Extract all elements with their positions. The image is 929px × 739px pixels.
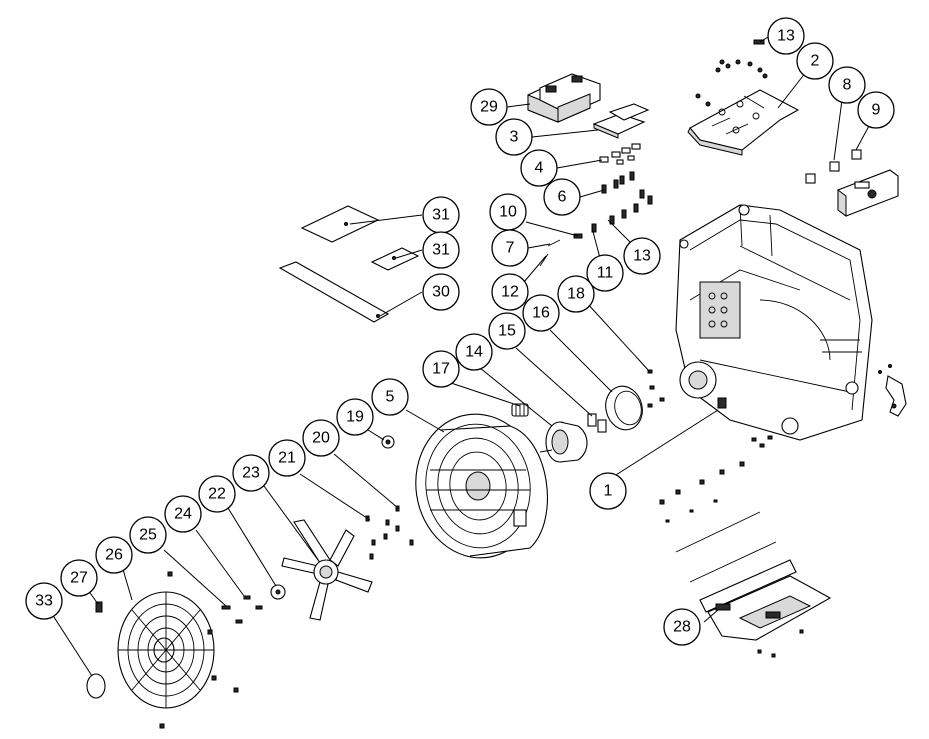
callout-9: 9 — [857, 91, 895, 129]
svg-text:7: 7 — [506, 240, 515, 257]
callout-33: 33 — [25, 582, 63, 620]
part-circuit-boards — [592, 103, 650, 139]
svg-text:18: 18 — [567, 286, 585, 303]
part-small-hardware — [539, 39, 765, 267]
svg-text:6: 6 — [558, 189, 567, 206]
callout-1: 1 — [589, 472, 627, 510]
svg-text:25: 25 — [139, 527, 157, 544]
svg-text:11: 11 — [597, 265, 614, 282]
part-knob — [381, 435, 395, 449]
callout-15: 15 — [488, 312, 526, 350]
part-fan-shroud — [415, 413, 548, 559]
callout-29: 29 — [470, 88, 508, 126]
svg-text:8: 8 — [843, 77, 852, 94]
svg-text:2: 2 — [811, 53, 820, 70]
part-screw-27 — [95, 601, 103, 613]
part-motor — [539, 421, 588, 463]
svg-text:31: 31 — [432, 242, 450, 259]
part-screws-18 — [647, 369, 665, 408]
part-strain-relief — [511, 403, 529, 417]
svg-text:26: 26 — [105, 547, 123, 564]
svg-text:17: 17 — [432, 361, 450, 378]
callout-16: 16 — [522, 294, 560, 332]
callout-7: 7 — [491, 229, 529, 267]
svg-text:28: 28 — [673, 619, 691, 636]
part-pads — [587, 413, 607, 433]
callout-19: 19 — [336, 398, 374, 436]
part-mounting-plate — [687, 59, 800, 156]
part-switches — [805, 149, 862, 184]
svg-text:29: 29 — [480, 99, 498, 116]
callout-31: 31 — [422, 196, 460, 234]
callout-28: 28 — [663, 608, 701, 646]
part-bolts-20-21 — [365, 505, 414, 560]
svg-text:13: 13 — [777, 28, 795, 45]
part-mount-ring — [605, 385, 643, 431]
svg-text:14: 14 — [465, 344, 483, 361]
callout-4: 4 — [520, 149, 558, 187]
part-hub — [270, 584, 286, 600]
callout-25: 25 — [129, 516, 167, 554]
callout-17: 17 — [422, 350, 460, 388]
callout-13-mid: 13 — [623, 237, 661, 275]
part-badge — [86, 673, 106, 699]
svg-text:21: 21 — [278, 450, 296, 467]
svg-text:13: 13 — [633, 248, 651, 265]
callout-23: 23 — [232, 454, 270, 492]
leader-lines — [51, 36, 871, 677]
callout-13-top: 13 — [767, 17, 805, 55]
part-labels — [278, 205, 420, 323]
part-bottom-assembly — [659, 461, 832, 658]
svg-text:16: 16 — [532, 305, 550, 322]
callout-30: 30 — [422, 273, 460, 311]
svg-text:30: 30 — [432, 284, 450, 301]
callout-27: 27 — [60, 559, 98, 597]
part-switch-box — [837, 169, 899, 217]
svg-text:5: 5 — [386, 389, 395, 406]
callout-26: 26 — [95, 536, 133, 574]
svg-text:20: 20 — [312, 430, 330, 447]
svg-text:4: 4 — [535, 160, 544, 177]
callout-24: 24 — [164, 495, 202, 533]
callouts: 13 2 8 9 29 3 4 6 — [25, 17, 895, 646]
svg-text:1: 1 — [604, 483, 613, 500]
svg-text:12: 12 — [501, 284, 519, 301]
callout-10: 10 — [489, 193, 527, 231]
part-connectors — [599, 143, 641, 165]
callout-22: 22 — [198, 475, 236, 513]
svg-text:22: 22 — [208, 486, 226, 503]
callout-3: 3 — [495, 118, 533, 156]
part-frame-bolts — [751, 435, 773, 448]
callout-8: 8 — [828, 66, 866, 104]
callout-12: 12 — [491, 273, 529, 311]
svg-text:33: 33 — [35, 593, 53, 610]
svg-text:27: 27 — [70, 570, 88, 587]
callout-2: 2 — [796, 42, 834, 80]
callout-6: 6 — [543, 178, 581, 216]
callout-20: 20 — [302, 419, 340, 457]
part-frame-housing — [675, 204, 873, 441]
svg-text:23: 23 — [242, 465, 260, 482]
callout-14: 14 — [455, 333, 493, 371]
callout-21: 21 — [268, 439, 306, 477]
part-fan-blade — [281, 519, 373, 621]
svg-text:19: 19 — [346, 409, 364, 426]
svg-text:10: 10 — [499, 204, 517, 221]
part-batteries — [527, 73, 601, 123]
callout-18: 18 — [557, 275, 595, 313]
part-front-guard — [117, 571, 239, 729]
part-handle-bracket — [878, 364, 907, 417]
svg-text:9: 9 — [872, 102, 881, 119]
callout-32: 31 — [422, 231, 460, 269]
svg-text:3: 3 — [510, 129, 519, 146]
svg-text:15: 15 — [498, 323, 516, 340]
callout-5: 5 — [371, 378, 409, 416]
svg-text:24: 24 — [174, 506, 192, 523]
part-bolts-24-25 — [221, 595, 263, 624]
callout-11: 11 — [586, 254, 624, 292]
svg-text:31: 31 — [432, 207, 450, 224]
